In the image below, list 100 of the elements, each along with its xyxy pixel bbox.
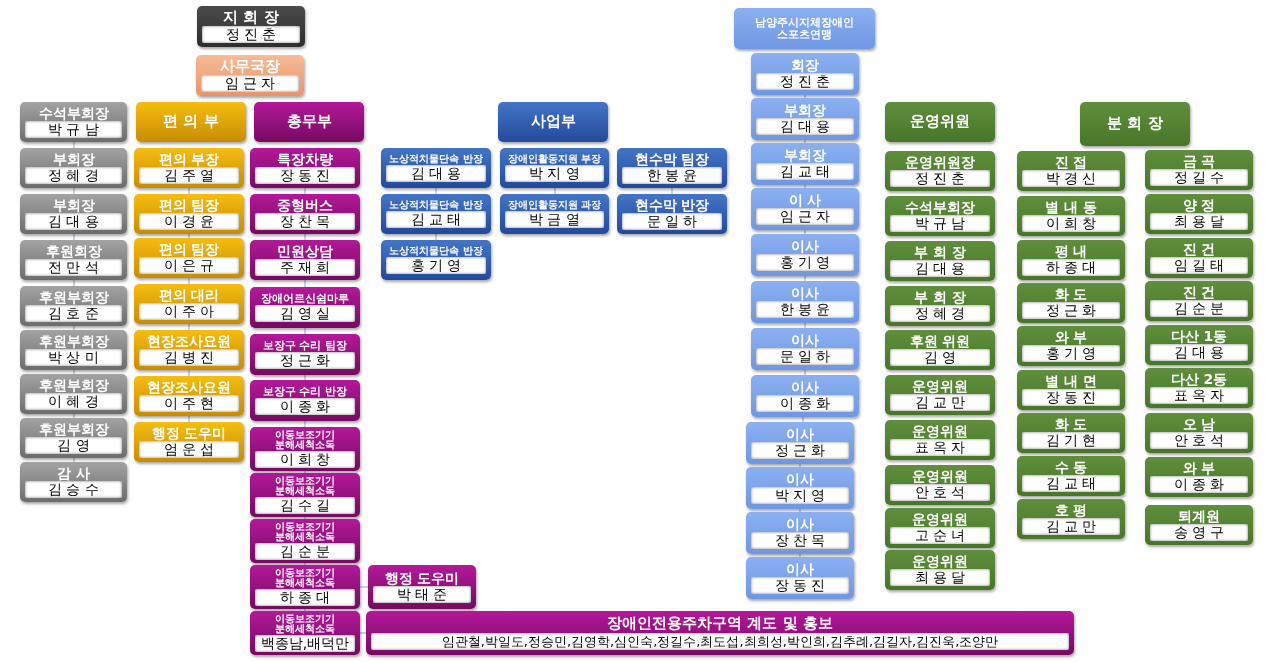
position-card [746, 467, 854, 509]
name-plate: 박 태 준 [373, 586, 471, 604]
position-title: 진 접 [1054, 154, 1088, 170]
name-plate: 김 순 분 [1150, 300, 1248, 318]
position-card [20, 374, 127, 414]
position-title: 노상적치물단속 반장 [389, 199, 483, 211]
name-plate: 한 봉 윤 [756, 301, 854, 319]
position-card [20, 148, 127, 188]
position-title: 이 사 [788, 192, 822, 208]
name-plate: 김 영 [25, 437, 122, 455]
name-plate: 이 희 창 [1022, 215, 1120, 233]
position-title: 장애인활동지원 과장 [507, 199, 602, 211]
name-plate: 박 금 열 [505, 211, 604, 229]
name-plate: 고 순 녀 [890, 527, 990, 545]
position-card [1145, 457, 1253, 497]
position-card [751, 143, 859, 185]
position-card [885, 330, 995, 370]
position-title: 보장구 수리 반장 [262, 385, 348, 398]
position-card [134, 148, 244, 188]
name-plate: 이 혜 경 [25, 393, 122, 411]
position-title: 노상적치물단속 반장 [389, 245, 483, 257]
position-title: 와 부 [1182, 460, 1216, 476]
position-card [1017, 413, 1125, 453]
position-title: 민원상담 [277, 243, 333, 259]
name-plate: 홍 기 영 [386, 257, 486, 275]
position-title: 호 평 [1054, 502, 1088, 518]
position-title: 이사 [786, 516, 814, 532]
position-title: 이사 [791, 332, 819, 348]
position-title: 후원회장 [45, 243, 102, 259]
position-title: 평 내 [1054, 243, 1088, 259]
department-title: 총무부 [286, 114, 332, 130]
position-title: 부 회 장 [914, 289, 966, 305]
position-title: 별 내 동 [1045, 199, 1097, 215]
position-title: 이사 [786, 471, 814, 487]
position-title: 금 곡 [1182, 153, 1216, 169]
position-title: 진 건 [1182, 241, 1216, 257]
position-title: 후원 위원 [909, 333, 971, 349]
name-plate: 홍 기 영 [756, 254, 854, 272]
department-header [1080, 102, 1190, 146]
position-card [20, 102, 127, 142]
position-title: 현수막 반장 [634, 197, 710, 213]
position-card [250, 473, 360, 517]
name-plate: 문 일 하 [622, 213, 722, 231]
connector-line [804, 94, 806, 99]
department-header [498, 102, 608, 142]
name-plate: 김 대 용 [386, 165, 486, 183]
connector-line [304, 516, 306, 520]
position-card [20, 286, 127, 326]
position-card [381, 194, 491, 234]
position-card [885, 286, 995, 326]
name-plate: 김 영 실 [255, 305, 355, 323]
name-plate: 김 교 만 [1022, 518, 1120, 536]
name-plate: 김 교 태 [386, 211, 486, 229]
position-title: 이동보조기기 분해세척소독 [274, 430, 336, 450]
position-card [751, 53, 859, 95]
position-title: 편의 대리 [158, 287, 220, 303]
connector-line [304, 608, 306, 612]
name-plate: 임관철,박일도,정승민,김영학,심인숙,정길수,최도섭,최희성,박인희,김추례,김길자,김진욱,조양만 [371, 632, 1069, 650]
position-card [1145, 238, 1253, 278]
name-plate: 홍 기 영 [1022, 345, 1120, 363]
connector-line [188, 233, 190, 239]
position-card [366, 611, 1074, 655]
position-card [885, 151, 995, 191]
position-title: 보장구 수리 팀장 [262, 339, 348, 352]
position-title: 편의 팀장 [158, 241, 220, 257]
connector-line [188, 323, 190, 331]
name-plate: 김 대 용 [756, 118, 854, 136]
position-card [250, 565, 360, 609]
position-title: 노상적치물단속 반장 [389, 153, 483, 165]
position-card [381, 148, 491, 188]
position-card [134, 376, 244, 416]
position-title: 수석부회장 [38, 105, 109, 121]
name-plate: 송 영 구 [1150, 524, 1248, 542]
position-title: 와 부 [1054, 329, 1088, 345]
position-title: 이사 [791, 285, 819, 301]
position-card [746, 557, 854, 599]
position-title: 화 도 [1054, 286, 1088, 302]
department-title: 운영위원 [910, 114, 970, 130]
position-card [1145, 194, 1253, 234]
connector-line [304, 374, 306, 381]
connector-line [804, 275, 806, 282]
name-plate: 이 경 윤 [139, 213, 239, 231]
position-title: 운영위원 [912, 553, 968, 569]
position-card [751, 98, 859, 140]
position-title: 퇴계원 [1178, 508, 1220, 524]
name-plate: 박 상 미 [25, 349, 122, 367]
position-card [1017, 240, 1125, 280]
connector-line [188, 369, 190, 377]
position-card [751, 281, 859, 323]
position-card [751, 188, 859, 230]
name-plate: 이 희 창 [255, 451, 355, 468]
department-header [885, 102, 995, 142]
name-plate: 정 진 춘 [202, 26, 300, 44]
position-card [751, 234, 859, 276]
name-plate: 장 동 진 [751, 577, 849, 595]
department-title: 분 회 장 [1107, 116, 1163, 132]
position-title: 별 내 면 [1045, 373, 1097, 389]
connector-line [304, 187, 306, 195]
name-plate: 정 진 춘 [890, 170, 990, 188]
connector-line [73, 279, 75, 287]
